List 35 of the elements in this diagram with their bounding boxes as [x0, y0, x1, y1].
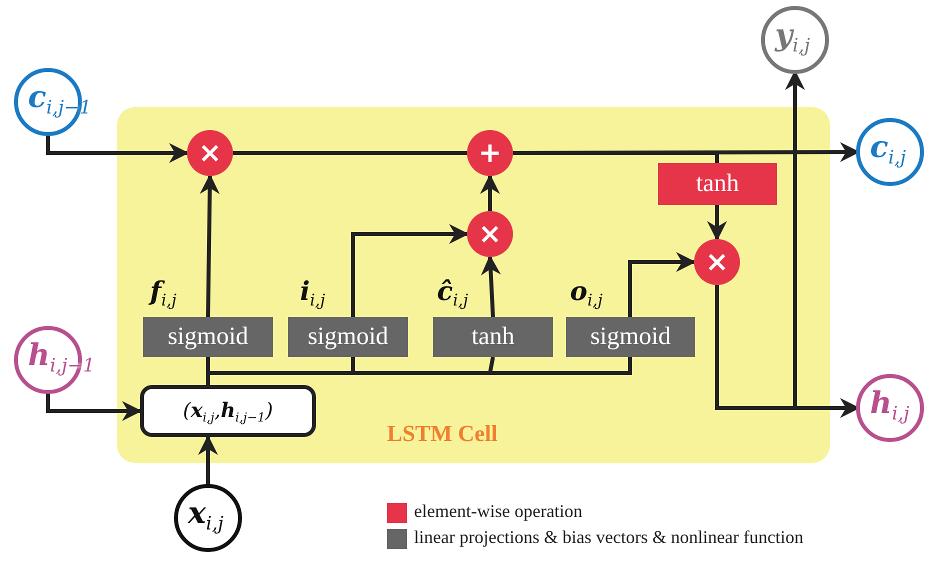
- legend-text: element-wise operation: [414, 501, 582, 522]
- arrow: [46, 134, 189, 163]
- gate-label: o$_{i,j}$: [570, 277, 603, 310]
- gate-label: i$_{i,j}$: [300, 277, 326, 310]
- arrow: [480, 174, 500, 211]
- arrow: [480, 255, 501, 318]
- input-pair-label: (x$_{i,j}$,h$_{i,j−1}$): [182, 398, 274, 424]
- connector-line: [206, 357, 632, 385]
- arrow: [46, 392, 142, 421]
- gate-label: ĉ$_{i,j}$: [437, 277, 468, 310]
- multiply-operator: ×: [467, 211, 513, 257]
- arrow: [198, 435, 218, 486]
- arrow: [628, 252, 696, 317]
- concat-box: [140, 385, 316, 437]
- variable-label: c$_{i,j}$: [870, 131, 906, 169]
- legend-text: linear projections & bias vectors & nonlinear function: [414, 527, 804, 548]
- gate-label: f$_{i,j}$: [150, 277, 176, 310]
- multiply-operator: ×: [694, 239, 740, 285]
- variable-label: y$_{i,j}$: [775, 19, 810, 57]
- arrow: [707, 205, 727, 241]
- sigmoid-box: sigmoid: [143, 317, 273, 357]
- tanh-box: tanh: [433, 317, 553, 357]
- connector-line: [513, 151, 719, 163]
- sigmoid-box: sigmoid: [566, 317, 695, 357]
- variable-label: h$_{i,j}$: [870, 387, 910, 425]
- add-operator: +: [467, 130, 513, 176]
- variable-label: x$_{i,j}$: [188, 497, 224, 535]
- cell-panel: [117, 107, 830, 463]
- sigmoid-box: sigmoid: [288, 317, 408, 357]
- arrow: [351, 224, 469, 317]
- arrow: [200, 174, 220, 318]
- connector-line: [233, 151, 467, 155]
- multiply-operator: ×: [187, 130, 233, 176]
- panel-title: LSTM Cell: [387, 421, 498, 447]
- tanh-box: tanh: [658, 163, 777, 205]
